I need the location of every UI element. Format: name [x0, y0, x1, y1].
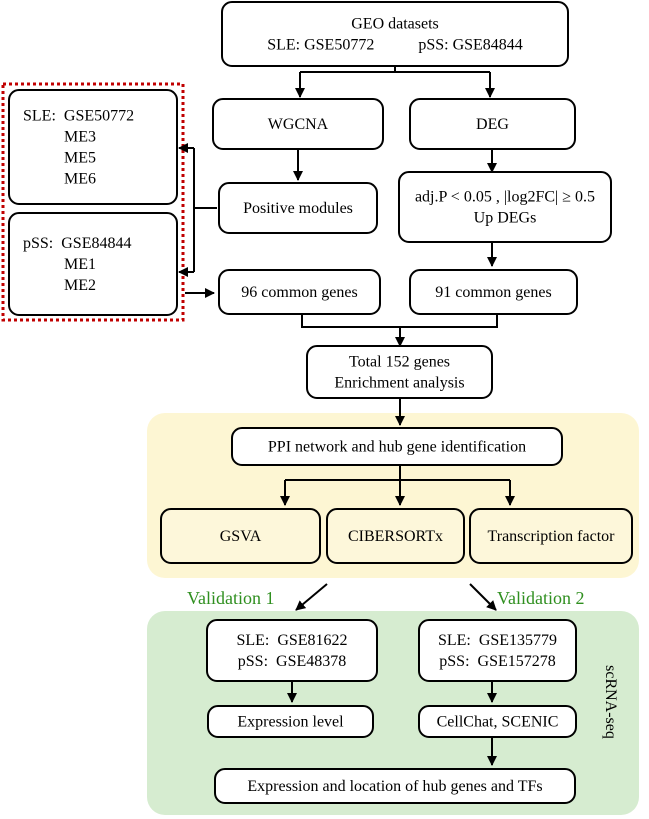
- common91-line-1: 91 common genes: [435, 284, 551, 301]
- validation-2-datasets-box: SLE: GSE135779 pSS: GSE157278: [418, 619, 577, 682]
- total-line-2: Enrichment analysis: [334, 375, 464, 392]
- sle-modules-line-1: SLE: GSE50772: [23, 108, 134, 125]
- arrow-validation-1: [295, 583, 328, 611]
- positive-modules-line-1: Positive modules: [243, 200, 353, 217]
- deg-filter-box: adj.P < 0.05 , |log2FC| ≥ 0.5 Up DEGs: [398, 171, 612, 243]
- val2-data-line-1: SLE: GSE135779: [438, 632, 557, 649]
- common91-rect: [409, 269, 578, 315]
- hub-location-rect: [214, 768, 576, 804]
- cibersortx-box: CIBERSORTx: [326, 508, 465, 564]
- sle-modules-line-3: ME5: [64, 150, 96, 167]
- sle-modules-line-4: ME6: [64, 171, 96, 188]
- deg-filter-line-2: Up DEGs: [474, 210, 537, 227]
- deg-rect: [409, 98, 576, 150]
- connector-side-bracket: [193, 148, 217, 272]
- wgcna-box: WGCNA: [212, 98, 384, 150]
- transcription-factor-box: Transcription factor: [469, 508, 633, 564]
- sle-modules-rect: [8, 89, 178, 205]
- ppi-network-box: PPI network and hub gene identification: [231, 427, 563, 466]
- connector-common-merge: [301, 314, 498, 328]
- common96-rect: [218, 269, 381, 315]
- deg-box: DEG: [409, 98, 576, 150]
- pss-modules-line-3: ME2: [64, 277, 96, 294]
- val1-data-line-2: pSS: GSE48378: [238, 653, 346, 670]
- gsva-rect: [160, 508, 321, 564]
- expression-level-line-1: Expression level: [237, 714, 344, 731]
- geo-line-1: GEO datasets: [351, 16, 439, 33]
- pss-modules-rect: [8, 212, 178, 316]
- validation-1-datasets-box: SLE: GSE81622 pSS: GSE48378: [206, 619, 378, 682]
- wgcna-rect: [212, 98, 384, 150]
- expression-level-rect: [207, 705, 374, 738]
- common96-line-1: 96 common genes: [241, 284, 357, 301]
- gsva-box: GSVA: [160, 508, 321, 564]
- val2-data-line-2: pSS: GSE157278: [439, 653, 555, 670]
- val2-data-rect: [418, 619, 577, 682]
- deg-filter-line-1: adj.P < 0.05 , |log2FC| ≥ 0.5: [415, 189, 595, 206]
- sle-modules-line-2: ME3: [64, 129, 96, 146]
- module-list-dashed-border: [1, 82, 185, 322]
- total-line-1: Total 152 genes: [349, 354, 450, 371]
- cellchat-rect: [418, 705, 577, 738]
- expression-level-box: Expression level: [207, 705, 374, 738]
- hub-genes-location-box: Expression and location of hub genes and…: [214, 768, 576, 804]
- positive-modules-rect: [218, 182, 378, 234]
- geo-line-2: SLE: GSE50772 pSS: GSE84844: [267, 37, 523, 54]
- positive-modules-box: Positive modules: [218, 182, 378, 234]
- gsva-line-1: GSVA: [220, 528, 262, 545]
- wgcna-line-1: WGCNA: [268, 116, 329, 133]
- total-rect: [306, 345, 493, 399]
- deg-line-1: DEG: [476, 116, 509, 133]
- arrow-lines: [178, 72, 515, 766]
- tf-rect: [469, 508, 633, 564]
- val1-data-line-1: SLE: GSE81622: [236, 632, 347, 649]
- ppi-rect: [231, 427, 563, 466]
- pss-modules-line-2: ME1: [64, 256, 96, 273]
- val1-data-rect: [206, 619, 378, 682]
- connector-ppi-split: [285, 465, 510, 481]
- tf-line-1: Transcription factor: [488, 528, 616, 545]
- geo-rect: [221, 1, 569, 67]
- hub-location-line-1: Expression and location of hub genes and…: [247, 778, 542, 795]
- validation-1-label: Validation 1: [187, 588, 275, 608]
- validation-2-label: Validation 2: [497, 588, 585, 608]
- ppi-line-1: PPI network and hub gene identification: [268, 439, 526, 456]
- scrna-seq-label: scRNA-seq: [602, 665, 619, 739]
- cibersortx-rect: [326, 508, 465, 564]
- common-96-genes-box: 96 common genes: [218, 269, 381, 315]
- common-91-genes-box: 91 common genes: [409, 269, 578, 315]
- cellchat-line-1: CellChat, SCENIC: [437, 714, 559, 731]
- deg-filter-rect: [398, 171, 612, 243]
- cellchat-scenic-box: CellChat, SCENIC: [418, 705, 577, 738]
- cibersortx-line-1: CIBERSORTx: [348, 528, 443, 545]
- pss-modules-line-1: pSS: GSE84844: [23, 235, 131, 252]
- arrow-validation-2: [469, 583, 497, 611]
